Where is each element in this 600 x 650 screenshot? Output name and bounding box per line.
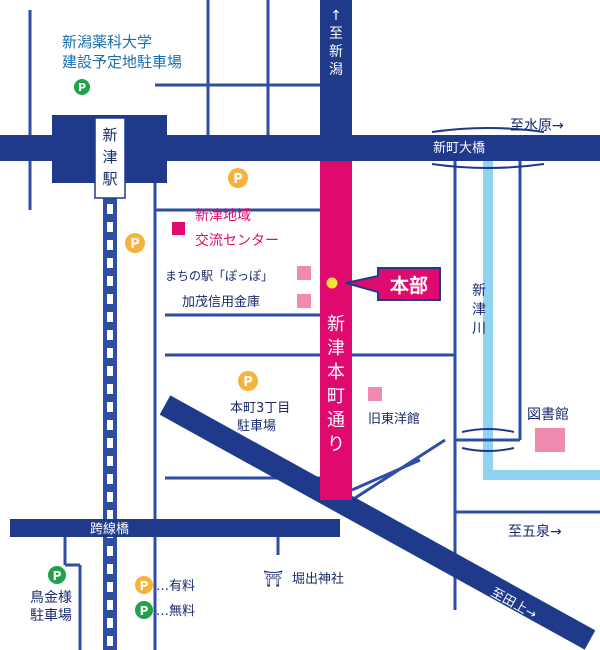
parking-paid-icon: [125, 233, 145, 253]
station-label-3: 駅: [102, 170, 117, 188]
road-diagonal: [159, 395, 596, 650]
parking-letter: P: [233, 172, 243, 187]
univ-parking-label-1: 新潟薬科大学: [62, 33, 152, 51]
bridge-mark: [461, 447, 515, 452]
parking-free-icon: [74, 79, 90, 95]
honcho-parking-label-1: 本町3丁目: [230, 401, 290, 416]
road-thin: [351, 458, 421, 492]
bridge-mark: [431, 163, 545, 169]
north-label: ↑至新潟: [329, 8, 343, 78]
parking-letter: P: [78, 81, 86, 94]
station-label-1: 新: [102, 126, 117, 144]
main-street-label: 新津本町通り: [327, 314, 345, 455]
parking-letter: P: [130, 237, 140, 252]
legend-free-icon: [135, 601, 153, 619]
hq-callout: [345, 267, 441, 301]
parking-paid-icon: [238, 371, 258, 391]
shrine-label: 堀出神社: [292, 571, 344, 587]
old-toyo-marker: [368, 387, 382, 401]
bridge-mark: [461, 428, 515, 433]
torigane-parking-label-2: 駐車場: [30, 607, 72, 624]
niitsu-river-label: 新津川: [472, 283, 486, 337]
machi-no-eki-marker: [297, 266, 311, 280]
parking-free-icon: [48, 566, 66, 584]
hq-dot: [325, 276, 339, 290]
hq-label: 本部: [390, 274, 428, 297]
community-center-label-1: 新津地域: [195, 208, 251, 224]
to-gosen-label: 至五泉→: [508, 523, 562, 540]
torigane-parking-label-1: 鳥金様: [30, 590, 72, 606]
legend-paid-icon: [135, 576, 153, 594]
old-toyo-label: 旧東洋館: [368, 411, 420, 427]
library-label: 図書館: [527, 406, 569, 423]
univ-parking-label-2: 建設予定地駐車場: [62, 53, 182, 71]
machi-no-eki-label: まちの駅「ぽっぽ」: [165, 269, 273, 283]
station-label-2: 津: [102, 148, 117, 166]
kamo-shinkin-marker: [297, 294, 311, 308]
shrine-icon: ⛩: [263, 569, 283, 588]
road-kosen: [10, 519, 340, 537]
bridge-mark: [431, 127, 545, 133]
parking-letter: P: [140, 579, 149, 593]
niitsu-river: [483, 150, 600, 480]
library-marker: [535, 428, 565, 452]
to-suibara-label: 至水原→: [510, 118, 564, 134]
legend-free-label: …無料: [156, 604, 195, 619]
community-center-marker: [172, 222, 185, 235]
station-label-box: [94, 117, 126, 199]
parking-letter: P: [243, 375, 253, 390]
parking-letter: P: [53, 569, 62, 583]
parking-paid-icon: [228, 168, 248, 188]
shinmachi-bridge-label: 新町大橋: [433, 140, 485, 156]
legend-paid-label: …有料: [156, 579, 195, 594]
parking-letter: P: [140, 604, 149, 618]
kamo-shinkin-label: 加茂信用金庫: [182, 294, 260, 310]
community-center-label-2: 交流センター: [195, 232, 279, 249]
honcho-parking-label-2: 駐車場: [237, 419, 276, 434]
niitsu-honcho-street: [320, 161, 352, 500]
kosen-bridge-label: 跨線橋: [90, 521, 129, 537]
